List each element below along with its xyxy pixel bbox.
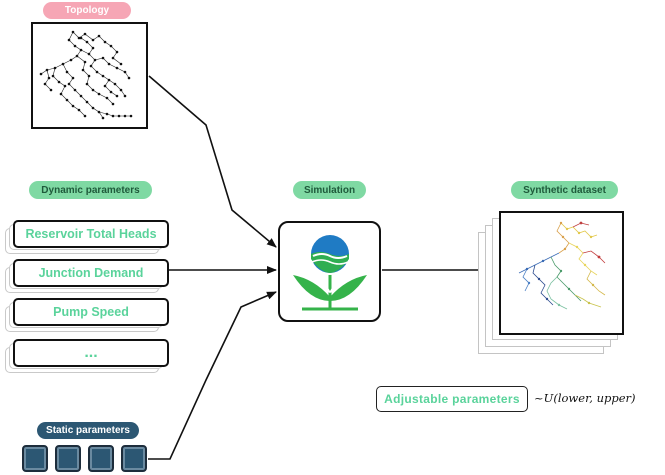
- dynamic-item-ellipsis: ...: [5, 339, 169, 373]
- dynamic-item-pump-speed: Pump Speed: [5, 298, 169, 332]
- topology-to-simulation-arrow: [148, 75, 277, 248]
- topology-network-graph: [39, 30, 133, 120]
- dynamic-item-label: Pump Speed: [13, 298, 169, 326]
- dynamic-parameters-label: Dynamic parameters: [29, 181, 152, 199]
- topology-graph: [31, 22, 148, 129]
- static-to-simulation-arrow: [148, 291, 277, 460]
- static-param-square: [22, 445, 48, 472]
- dynamic-item-reservoir: Reservoir Total Heads: [5, 220, 169, 254]
- dynamic-item-label: Reservoir Total Heads: [13, 220, 169, 248]
- simulation-box: [278, 221, 381, 322]
- static-param-square: [55, 445, 81, 472]
- static-param-square: [121, 445, 147, 472]
- topology-label: Topology: [43, 2, 131, 19]
- static-param-square: [88, 445, 114, 472]
- dynamic-item-label: Junction Demand: [13, 259, 169, 287]
- dynamic-item-junction-demand: Junction Demand: [5, 259, 169, 293]
- colored-network-graph: [518, 221, 606, 310]
- synthetic-dataset-stack: [478, 208, 624, 358]
- uniform-distribution-formula: ~U(lower, upper): [534, 391, 636, 405]
- static-parameters-label: Static parameters: [37, 422, 139, 439]
- synthetic-dataset-graph: [499, 211, 624, 335]
- simulation-label: Simulation: [293, 181, 366, 199]
- synthetic-dataset-label: Synthetic dataset: [511, 181, 618, 199]
- epa-logo-icon: [293, 235, 367, 311]
- adjustable-parameters-legend: Adjustable parameters: [376, 386, 528, 412]
- dynamic-item-label: ...: [13, 339, 169, 367]
